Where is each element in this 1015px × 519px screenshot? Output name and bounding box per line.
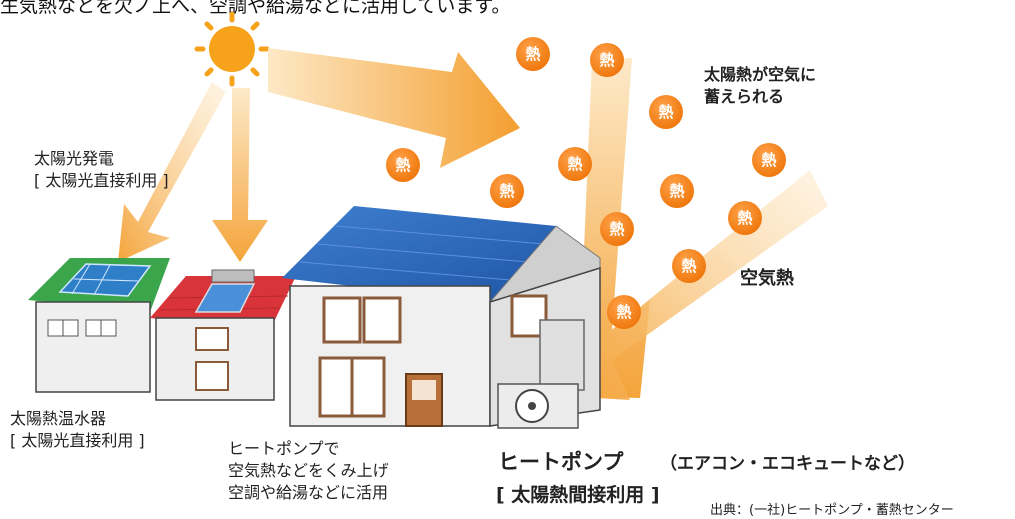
heat-icon-9: 熱 (728, 201, 762, 235)
house-solar-water-heater (150, 269, 296, 401)
sun-icon (194, 11, 270, 87)
label-hp-desc-line2: 空気熱などをくみ上げ (228, 461, 389, 480)
label-solar-water-heater-line1: 太陽熱温水器 (10, 409, 107, 428)
heat-icon-10: 熱 (600, 212, 634, 246)
sunlight-arrow-to-solar-panel (118, 82, 226, 262)
heat-icon-2: 熱 (590, 43, 624, 77)
sunlight-arrow-to-air (268, 48, 520, 168)
label-solar-power-line1: 太陽光発電 (34, 149, 115, 168)
label-hp-desc-line3: 空調や給湯などに活用 (228, 483, 389, 502)
heat-icon-8: 熱 (660, 174, 694, 208)
label-solar-water-heater-line2: [ 太陽光直接利用 ] (10, 431, 145, 450)
label-heat-pump-description: ヒートポンプで 空気熱などをくみ上げ 空調や給湯などに活用 (228, 438, 389, 504)
label-heat-pump-sub: [ 太陽熱間接利用 ] (496, 484, 660, 506)
heat-icon-11: 熱 (672, 249, 706, 283)
heat-icon-4: 熱 (752, 143, 786, 177)
label-hp-desc-line1: ヒートポンプで (228, 439, 340, 458)
label-solar-power: 太陽光発電 [ 太陽光直接利用 ] (34, 148, 169, 192)
source-credit: 出典：(一社)ヒートポンプ・蓄熱センター (710, 503, 954, 518)
heat-icon-5: 熱 (386, 148, 420, 182)
sunlight-arrow-to-water-heater (212, 88, 268, 262)
heat-icon-7: 熱 (490, 174, 524, 208)
heat-icon-12: 熱 (607, 295, 641, 329)
label-solar-water-heater: 太陽熱温水器 [ 太陽光直接利用 ] (10, 408, 145, 452)
house-main (282, 206, 601, 429)
label-heat-stored: 太陽熱が空気に 蓄えられる (704, 64, 816, 108)
label-solar-power-line2: [ 太陽光直接利用 ] (34, 171, 169, 190)
caption-top-text: 生気熱なとを欠ノ上へ、空調や給湯などに活用しています。 (0, 0, 511, 17)
label-heat-stored-line2: 蓄えられる (704, 87, 785, 106)
label-heat-pump-title: ヒートポンプ (498, 450, 624, 474)
label-heat-pump-examples: （エアコン・エコキュートなど） (660, 454, 915, 474)
house-solar-panel (28, 258, 170, 393)
label-heat-stored-line1: 太陽熱が空気に (704, 65, 817, 84)
heat-icon-3: 熱 (649, 95, 683, 129)
label-air-heat: 空気熱 (740, 268, 794, 289)
heat-icon-1: 熱 (516, 37, 550, 71)
heat-icon-6: 熱 (558, 147, 592, 181)
